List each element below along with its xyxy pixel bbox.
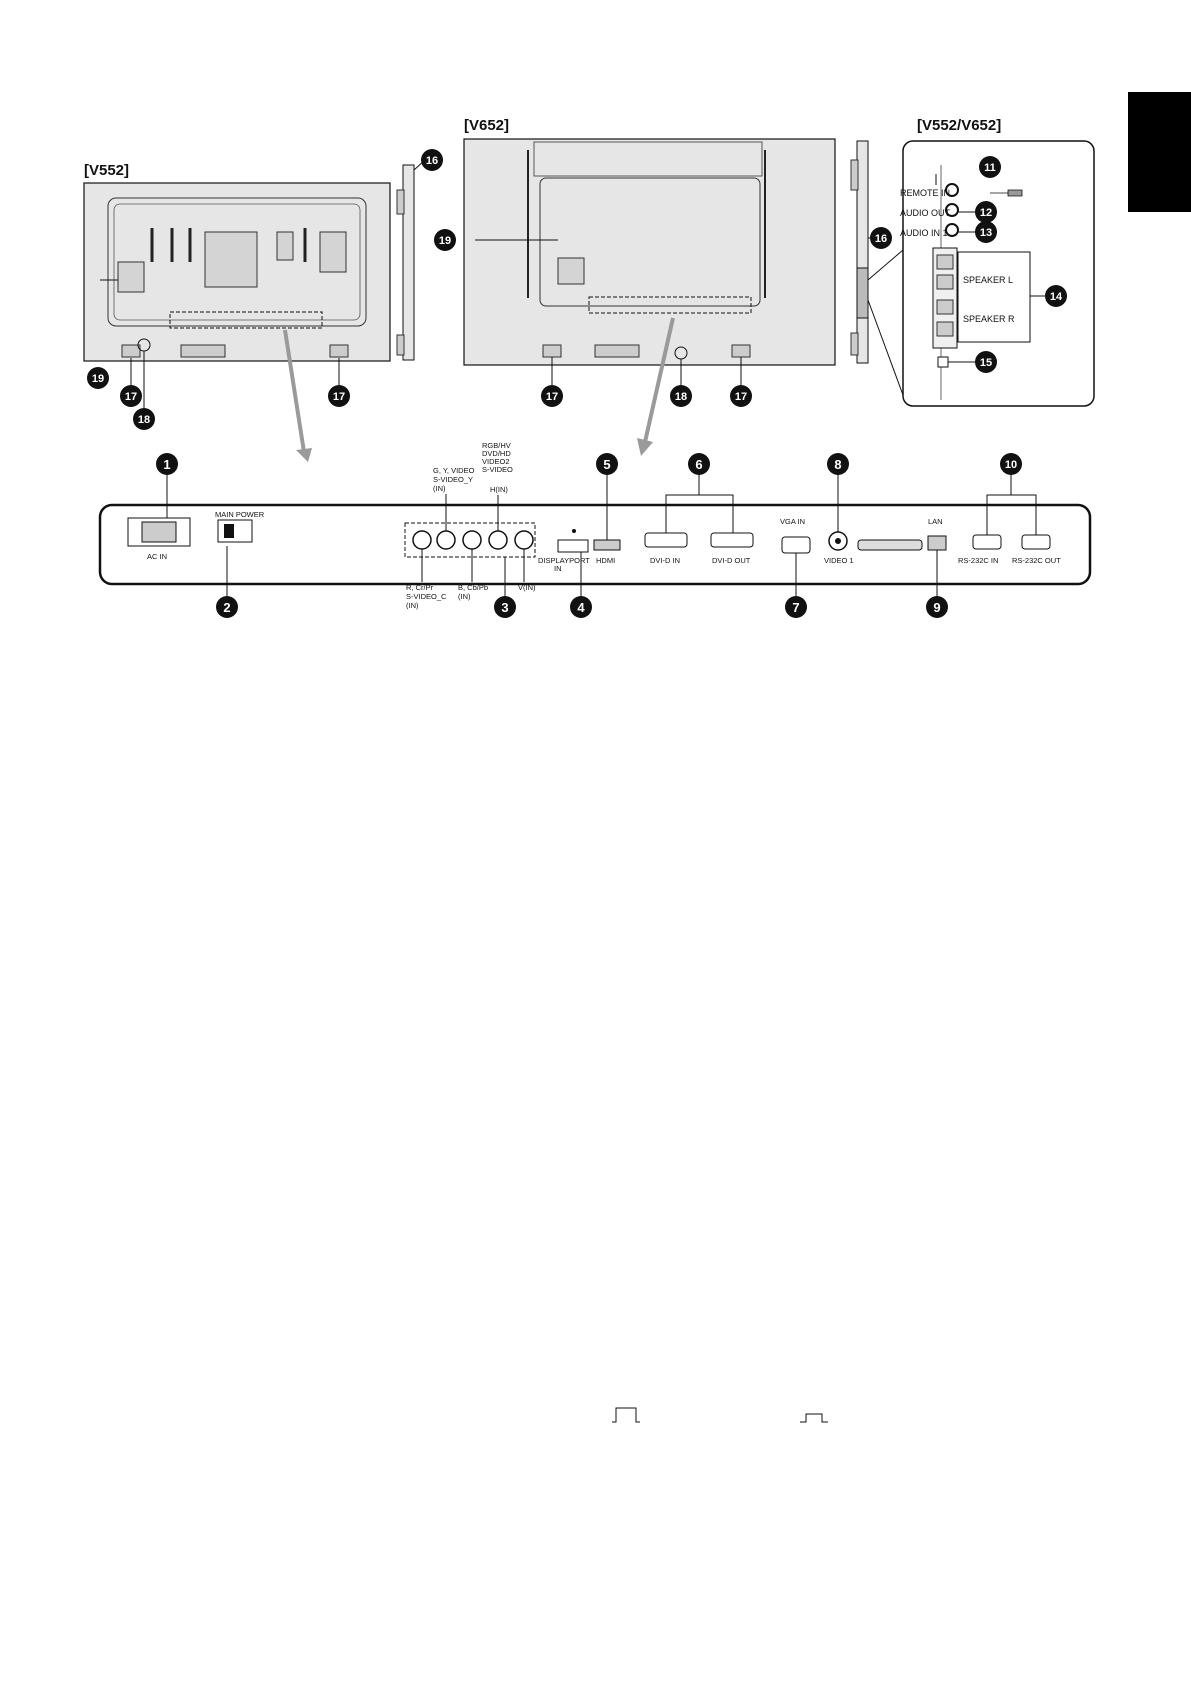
language-tab	[1128, 92, 1191, 212]
model-label-v552-v652: [V552/V652]	[917, 117, 1001, 134]
dvi-out-label: DVI-D OUT	[712, 556, 751, 565]
side-terminal-detail: REMOTE IN AUDIO OUT AUDIO IN 1 SPEAKER L…	[867, 140, 1095, 407]
svg-text:13: 13	[980, 227, 992, 239]
callout-8: 8	[827, 453, 849, 475]
dvi-in-label: DVI-D IN	[650, 556, 680, 565]
r-label-3: (IN)	[406, 601, 419, 610]
svg-text:10: 10	[1005, 459, 1017, 471]
callout-5: 5	[596, 453, 618, 475]
callout-17-c: 17	[541, 385, 563, 407]
v552-rear-view	[83, 182, 391, 362]
svg-text:8: 8	[834, 457, 841, 472]
callout-circles: 1 2 3 4 5 6 7 8 9 10 11 12 13 14 15 16 1…	[87, 149, 1067, 618]
svg-text:18: 18	[138, 414, 150, 426]
svg-text:19: 19	[92, 373, 104, 385]
r-label-2: S-VIDEO_C	[406, 592, 447, 601]
model-label-v652: [V652]	[464, 117, 509, 134]
callout-15: 15	[975, 351, 997, 373]
r-label-1: R, Cr/Pr	[406, 583, 434, 592]
svg-text:17: 17	[125, 391, 137, 403]
v652-side-view	[850, 140, 869, 364]
svg-text:3: 3	[501, 600, 508, 615]
rgb-label-3: VIDEO2	[482, 457, 510, 466]
vga-in-label: VGA IN	[780, 517, 805, 526]
displayport-label-1: DISPLAYPORT	[538, 556, 590, 565]
v652-rear-view	[463, 138, 836, 366]
hdmi-label: HDMI	[596, 556, 615, 565]
callout-2: 2	[216, 596, 238, 618]
rs232c-in-label: RS-232C IN	[958, 556, 998, 565]
svg-text:7: 7	[792, 600, 799, 615]
callout-16-v652: 16	[870, 227, 892, 249]
v-in-label: V(IN)	[518, 583, 536, 592]
callout-17-d: 17	[730, 385, 752, 407]
video-1-label: VIDEO 1	[824, 556, 854, 565]
callout-12: 12	[975, 201, 997, 223]
callout-4: 4	[570, 596, 592, 618]
svg-text:17: 17	[546, 391, 558, 403]
svg-text:12: 12	[980, 207, 992, 219]
svg-text:9: 9	[933, 600, 940, 615]
zoom-arrows	[283, 317, 675, 462]
callout-19-b: 19	[434, 229, 456, 251]
callout-16-v552: 16	[421, 149, 443, 171]
displayport-label-2: IN	[554, 564, 562, 573]
v552-side-view	[396, 164, 415, 361]
b-label-1: B, Cb/Pb	[458, 583, 488, 592]
main-power-label: MAIN POWER	[215, 510, 265, 519]
component-top-label-1: G, Y, VIDEO	[433, 466, 475, 475]
h-in-label: H(IN)	[490, 485, 508, 494]
speaker-l-label: SPEAKER L	[963, 275, 1013, 285]
svg-text:18: 18	[675, 391, 687, 403]
callout-9: 9	[926, 596, 948, 618]
svg-text:5: 5	[603, 457, 610, 472]
rs232c-out-label: RS-232C OUT	[1012, 556, 1061, 565]
component-top-label-2: S-VIDEO_Y	[433, 475, 473, 484]
b-label-2: (IN)	[458, 592, 471, 601]
svg-text:16: 16	[875, 233, 887, 245]
callout-6: 6	[688, 453, 710, 475]
bottom-symbols	[612, 1407, 828, 1423]
callout-3: 3	[494, 596, 516, 618]
component-top-label-3: (IN)	[433, 484, 446, 493]
callout-18-b: 18	[670, 385, 692, 407]
lan-label: LAN	[928, 517, 943, 526]
callout-17-b: 17	[328, 385, 350, 407]
leader-lines	[100, 159, 1045, 597]
svg-text:19: 19	[439, 235, 451, 247]
svg-text:14: 14	[1050, 291, 1063, 303]
callout-11: 11	[979, 156, 1001, 178]
audio-out-label: AUDIO OUT	[900, 208, 951, 218]
svg-text:17: 17	[333, 391, 345, 403]
audio-in-1-label: AUDIO IN 1	[900, 228, 948, 238]
svg-text:15: 15	[980, 357, 992, 369]
ac-in-label: AC IN	[147, 552, 167, 561]
svg-text:4: 4	[577, 600, 585, 615]
callout-18-a: 18	[133, 408, 155, 430]
svg-text:6: 6	[695, 457, 702, 472]
svg-text:11: 11	[984, 162, 996, 174]
terminal-panel: MAIN POWER AC IN G, Y, VIDEO S-VIDEO_Y (…	[98, 441, 1092, 610]
callout-14: 14	[1045, 285, 1067, 307]
rgb-label-1: RGB/HV	[482, 441, 511, 450]
speaker-r-label: SPEAKER R	[963, 314, 1015, 324]
callout-19-a: 19	[87, 367, 109, 389]
rgb-label-4: S-VIDEO	[482, 465, 513, 474]
callout-13: 13	[975, 221, 997, 243]
callout-10: 10	[1000, 453, 1022, 475]
callout-1: 1	[156, 453, 178, 475]
callout-7: 7	[785, 596, 807, 618]
svg-text:16: 16	[426, 155, 438, 167]
svg-text:17: 17	[735, 391, 747, 403]
remote-in-label: REMOTE IN	[900, 188, 950, 198]
rgb-label-2: DVD/HD	[482, 449, 511, 458]
callout-17-a: 17	[120, 385, 142, 407]
svg-text:1: 1	[163, 457, 170, 472]
model-label-v552: [V552]	[84, 162, 129, 179]
svg-text:2: 2	[223, 600, 230, 615]
